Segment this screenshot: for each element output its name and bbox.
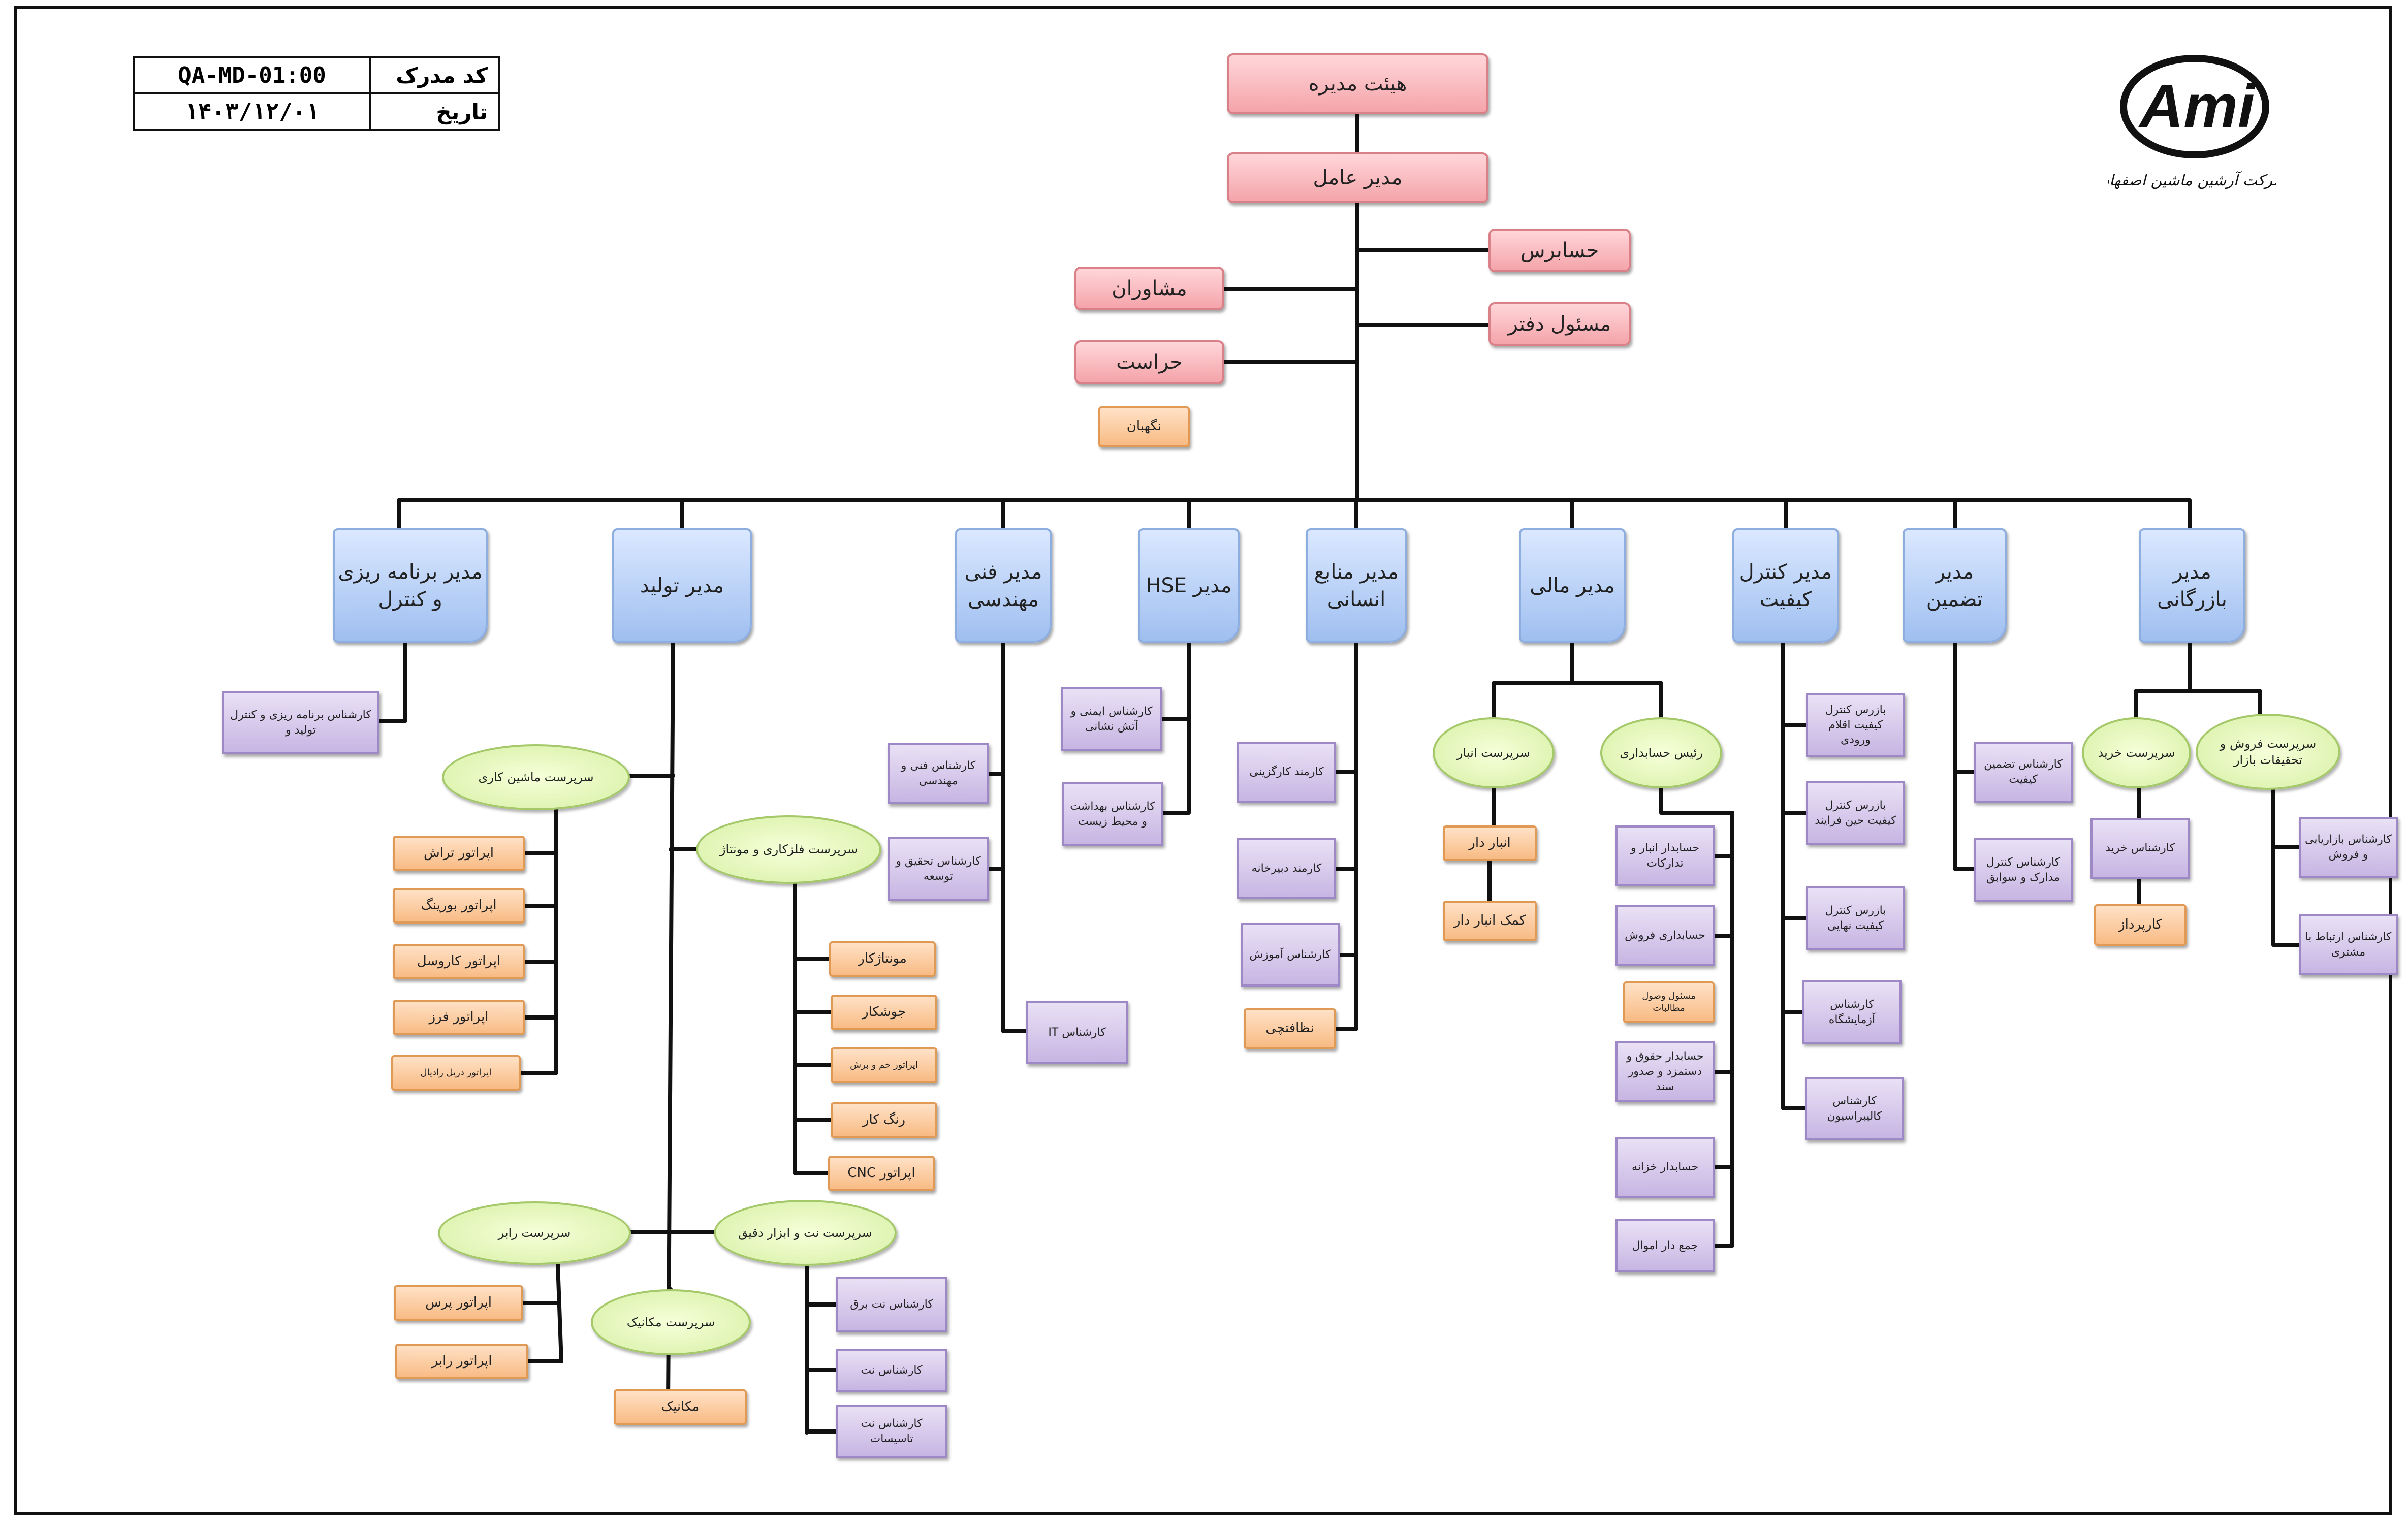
node-manager-planning: مدیر برنامه ریزی و کنترل: [333, 528, 488, 643]
node-manager-qc: مدیر کنترل کیفیت: [1732, 528, 1839, 643]
node-staff-records: کارشناس کنترل مدارک و سوابق: [1974, 838, 2073, 902]
node-manager-sales: مدیر بازرگانی: [2139, 528, 2245, 643]
node-manager-qa: مدیر تضمین: [1903, 528, 2007, 643]
node-staff-rnd: کارشناس تحقیق و توسعه: [888, 837, 989, 901]
node-sup-rubber: سرپرست رابر: [438, 1201, 631, 1265]
node-sup-metal: سرپرست فلزکاری و مونتاژ: [696, 815, 881, 884]
node-office-manager: مسئول دفتر: [1488, 302, 1631, 346]
node-op-storekeeper: انبار دار: [1443, 825, 1537, 861]
node-staff-marketing: کارشناس بازاریابی و فروش: [2299, 817, 2398, 878]
node-sup-mechanic: سرپرست مکانیک: [591, 1289, 751, 1355]
node-staff-calibration: کارشناس کالیبراسیون: [1805, 1077, 1904, 1140]
node-board: هیئت مدیره: [1227, 53, 1488, 114]
document-date-label: تاریخ: [369, 92, 500, 131]
logo-mark: Ami: [2138, 72, 2256, 140]
node-auditor: حسابرس: [1488, 229, 1631, 272]
node-op-cnc: اپراتور CNC: [828, 1156, 935, 1191]
node-staff-payroll: حسابدار حقوق و دستمزد و صدور سند: [1615, 1041, 1715, 1102]
page-frame: [14, 6, 2392, 1515]
node-op-buyer: کارپرداز: [2094, 904, 2187, 946]
node-staff-sales-accounting: حسابداری فروش: [1615, 905, 1715, 966]
node-manager-hr: مدیر منابع انسانی: [1306, 528, 1407, 643]
node-op-radial-drill: اپراتور دریل رادیال: [391, 1055, 521, 1091]
node-sup-purchasing: سرپرست خرید: [2082, 717, 2191, 788]
node-staff-warehouse-accounting: حسابدار انبار و تدارکات: [1615, 825, 1715, 886]
node-staff-purchasing: کارشناس خرید: [2090, 818, 2190, 879]
node-staff-customer-relations: کارشناس ارتباط با مشتری: [2299, 914, 2398, 975]
node-op-welder: جوشکار: [831, 995, 937, 1030]
connector-line: [666, 641, 675, 1404]
node-op-boring: اپراتور بورینگ: [393, 888, 525, 924]
node-sup-marketing: سرپرست فروش و تحقیقات بازار: [2196, 714, 2340, 790]
logo-company-name: شرکت آرشین ماشین اصفهان: [2108, 171, 2276, 189]
node-op-rubber: اپراتور رابر: [395, 1344, 528, 1379]
logo-ring: [2120, 55, 2269, 158]
connector-line: [556, 1263, 563, 1363]
node-op-carousel: اپراتور کاروسل: [393, 944, 525, 979]
node-planning-staff: کارشناس برنامه ریزی و کنترل تولید و: [222, 691, 379, 754]
node-staff-qa: کارشناس تضمین کیفیت: [1974, 742, 2073, 803]
node-staff-treasury: حسابدار خزانه: [1615, 1137, 1715, 1198]
node-op-assistant-storekeeper: کمک انبار دار: [1443, 901, 1537, 941]
node-op-painter: رنگ کار: [831, 1102, 937, 1138]
node-sup-maintenance: سرپرست نت و ابزار دقیق: [714, 1200, 897, 1266]
node-sup-machining: سرپرست ماشین کاری: [442, 744, 630, 810]
node-op-mechanic: مکانیک: [614, 1389, 747, 1425]
node-staff-training: کارشناس آموزش: [1241, 923, 1340, 987]
node-staff-electrical-maint: کارشناس نت برق: [836, 1277, 947, 1332]
node-staff-qc-incoming: بازرس کنترل کیفیت اقلام ورودی: [1806, 693, 1905, 757]
company-logo: Ami شرکت آرشین ماشین اصفهان: [2108, 55, 2276, 189]
node-sup-accounting: رئیس حسابداری: [1600, 717, 1722, 788]
node-staff-safety: کارشناس ایمنی و آتش نشانی: [1061, 687, 1162, 751]
node-sup-warehouse: سرپرست انبار: [1433, 717, 1555, 788]
node-op-assembler: مونتاژکار: [829, 941, 936, 977]
node-staff-it: کارشناس IT: [1026, 1001, 1128, 1064]
document-info-table: QA-MD-01:00 کد مدرک ۱۴۰۳/۱۲/۰۱ تاریخ: [133, 56, 500, 131]
node-staff-qc-final: بازرس کنترل کیفیت نهایی: [1806, 886, 1905, 950]
node-staff-facility-maint: کارشناس نت تاسیسات: [836, 1405, 947, 1458]
node-advisors: مشاوران: [1074, 267, 1224, 310]
node-staff-personnel: کارمند کارگزینی: [1237, 742, 1336, 803]
node-op-collections: مسئول وصول مطالبات: [1623, 981, 1715, 1023]
node-staff-health-env: کارشناس بهداشت و محیط زیست: [1062, 782, 1163, 846]
node-staff-secretariat: کارمند دبیرخانه: [1237, 838, 1336, 899]
node-manager-hse: مدیر HSE: [1138, 528, 1240, 643]
node-security: حراست: [1074, 340, 1224, 384]
document-code-label: کد مدرک: [369, 56, 500, 94]
node-op-bending: اپراتور خم و برش: [831, 1047, 937, 1083]
node-guard: نگهبان: [1098, 406, 1190, 447]
node-manager-production: مدیر تولید: [612, 528, 752, 643]
node-staff-assets: جمع دار اموال: [1615, 1219, 1715, 1272]
node-op-cleaner: نظافتچی: [1244, 1008, 1336, 1049]
node-staff-lab: کارشناس آزمایشگاه: [1802, 980, 1902, 1044]
node-manager-finance: مدیر مالی: [1519, 528, 1626, 643]
node-staff-engineering: کارشناس فنی و مهندسی: [888, 743, 989, 804]
document-date-value: ۱۴۰۳/۱۲/۰۱: [133, 92, 371, 131]
node-manager-engineering: مدیر فنی مهندسی: [955, 528, 1052, 643]
node-op-milling: اپراتور فرز: [393, 1000, 525, 1035]
node-op-press: اپراتور پرس: [394, 1285, 523, 1321]
document-code-value: QA-MD-01:00: [133, 56, 371, 94]
node-op-lathe: اپراتور تراش: [393, 836, 525, 871]
node-ceo: مدیر عامل: [1227, 152, 1488, 203]
node-staff-qc-inprocess: بازرس کنترل کیفیت حین فرایند: [1806, 781, 1905, 845]
node-staff-maint: کارشناس نت: [836, 1349, 947, 1392]
